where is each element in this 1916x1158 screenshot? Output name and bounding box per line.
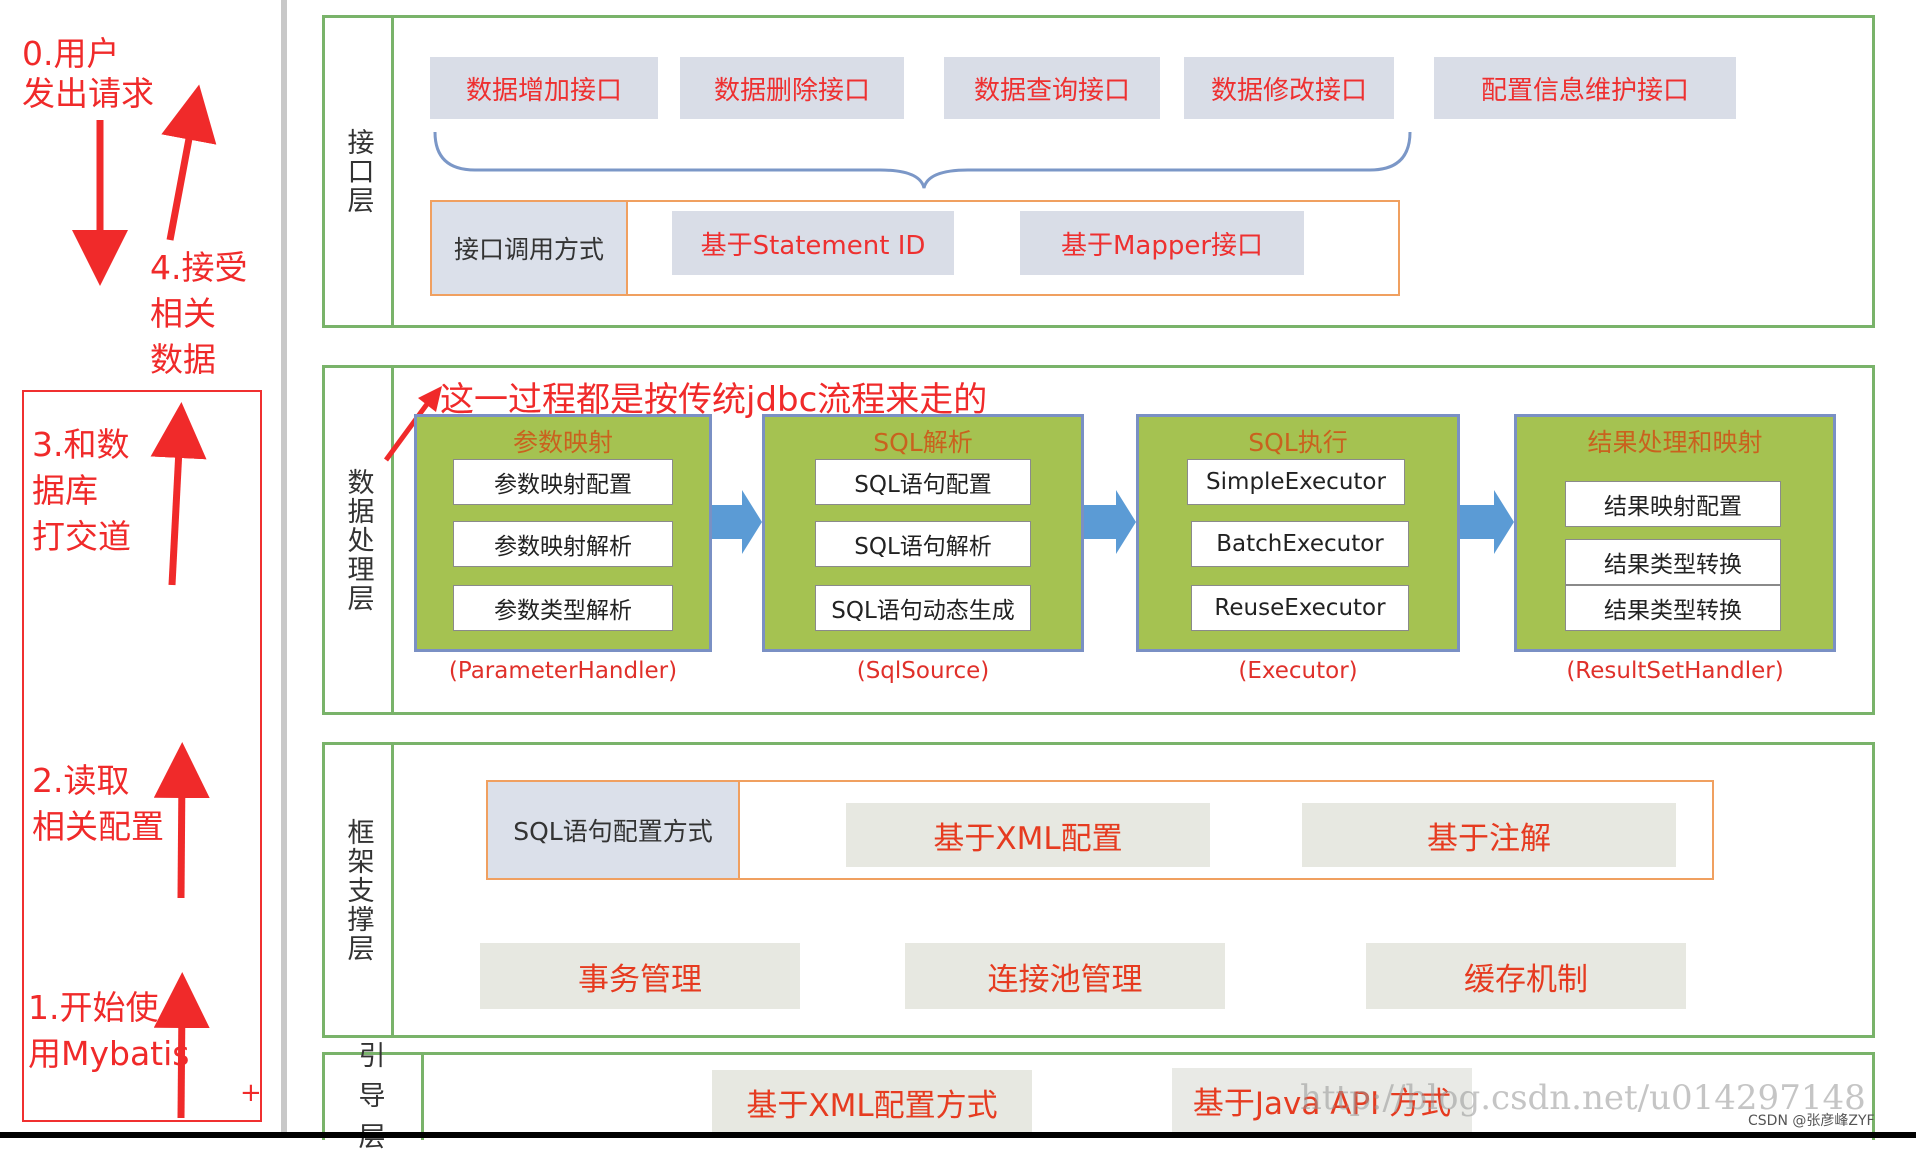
call-statement-id: 基于Statement ID xyxy=(672,211,954,275)
framework-layer: 框架支撑层 xyxy=(322,742,1875,1038)
credit: CSDN @张彦峰ZYF xyxy=(1748,1113,1875,1129)
left-divider xyxy=(281,0,287,1132)
stage-sql-parse-item: SQL语句解析 xyxy=(815,521,1031,567)
sql-config-label: SQL语句配置方式 xyxy=(488,782,740,878)
api-add: 数据增加接口 xyxy=(430,57,658,119)
api-brace xyxy=(433,131,1412,189)
support-transaction: 事务管理 xyxy=(480,943,800,1009)
step-arrows xyxy=(72,84,217,1119)
flow-arrow-1 xyxy=(712,490,762,554)
stage-result-item: 结果类型转换 xyxy=(1565,539,1781,585)
stage-param-item: 参数映射解析 xyxy=(453,521,673,567)
framework-layer-label: 框架支撑层 xyxy=(342,817,374,963)
steps-box xyxy=(22,390,262,1122)
stage-param-item: 参数映射配置 xyxy=(453,459,673,505)
api-query: 数据查询接口 xyxy=(944,57,1160,119)
stage-flow-arrows xyxy=(712,490,1514,554)
watermark: http://blog.csdn.net/u014297148 xyxy=(1300,1078,1866,1118)
boot-xml: 基于XML配置方式 xyxy=(712,1070,1032,1134)
stage-sql-execute: SQL执行 SimpleExecutor BatchExecutor Reuse… xyxy=(1136,414,1460,652)
handler-sqlsource: (SqlSource) xyxy=(856,658,990,684)
arrow-up-receive xyxy=(161,84,217,241)
stage-sql-execute-title: SQL执行 xyxy=(1248,428,1348,457)
support-pool: 连接池管理 xyxy=(905,943,1225,1009)
arrow-up-config xyxy=(153,742,210,899)
stage-sql-execute-item: BatchExecutor xyxy=(1191,521,1409,567)
arrow-up-start xyxy=(153,972,210,1119)
step0-label: 0.用户 发出请求 xyxy=(22,34,154,114)
flow-arrow-3 xyxy=(1460,490,1514,554)
call-method-label: 接口调用方式 xyxy=(432,202,628,294)
call-mapper: 基于Mapper接口 xyxy=(1020,211,1304,275)
stage-sql-execute-item: SimpleExecutor xyxy=(1187,459,1405,505)
stage-result-mapping: 结果处理和映射 结果映射配置 结果类型转换 结果类型转换 xyxy=(1514,414,1836,652)
handler-executor: (Executor) xyxy=(1238,658,1358,684)
bottom-rule xyxy=(0,1132,1916,1138)
interface-layer-label: 接口层 xyxy=(342,128,374,215)
sql-config-annotation: 基于注解 xyxy=(1302,803,1676,867)
step1-label: 1.开始使 用Mybatis xyxy=(28,988,190,1074)
plus-sign: + xyxy=(240,1078,262,1108)
stage-sql-parse-title: SQL解析 xyxy=(873,428,973,457)
jdbc-annotation: 这一过程都是按传统jdbc流程来走的 xyxy=(440,380,988,420)
stage-sql-execute-item: ReuseExecutor xyxy=(1191,585,1409,631)
stage-sql-parse: SQL解析 SQL语句配置 SQL语句解析 SQL语句动态生成 xyxy=(762,414,1084,652)
stage-param-title: 参数映射 xyxy=(512,428,613,457)
api-update: 数据修改接口 xyxy=(1184,57,1394,119)
jdbc-arrow xyxy=(383,386,442,462)
step3-label: 3.和数 据库 打交道 xyxy=(32,425,131,557)
handler-param: (ParameterHandler) xyxy=(448,658,678,684)
flow-arrow-2 xyxy=(1084,490,1136,554)
sql-config-box xyxy=(486,780,1714,880)
support-cache: 缓存机制 xyxy=(1366,943,1686,1009)
data-layer-label: 数据处理层 xyxy=(342,467,374,613)
handler-resultset: (ResultSetHandler) xyxy=(1566,658,1784,684)
arrow-up-database xyxy=(150,402,207,586)
stage-sql-parse-item: SQL语句动态生成 xyxy=(815,585,1031,631)
step2-label: 2.读取 相关配置 xyxy=(32,761,164,847)
call-method-box xyxy=(430,200,1400,296)
interface-layer: 接口层 xyxy=(322,15,1875,328)
stage-sql-parse-item: SQL语句配置 xyxy=(815,459,1031,505)
boot-java-api: 基于Java API 方式 xyxy=(1172,1068,1472,1132)
sql-config-xml: 基于XML配置 xyxy=(846,803,1210,867)
stage-result-item: 结果类型转换 xyxy=(1565,585,1781,631)
stage-param-item: 参数类型解析 xyxy=(453,585,673,631)
api-config: 配置信息维护接口 xyxy=(1434,57,1736,119)
step4-label: 4.接受 相关 数据 xyxy=(150,248,248,380)
data-processing-layer: 数据处理层 xyxy=(322,365,1875,715)
stage-result-item: 结果映射配置 xyxy=(1565,481,1781,527)
api-delete: 数据删除接口 xyxy=(680,57,904,119)
stage-param-mapping: 参数映射 参数映射配置 参数映射解析 参数类型解析 xyxy=(414,414,712,652)
stage-result-title: 结果处理和映射 xyxy=(1587,428,1763,457)
